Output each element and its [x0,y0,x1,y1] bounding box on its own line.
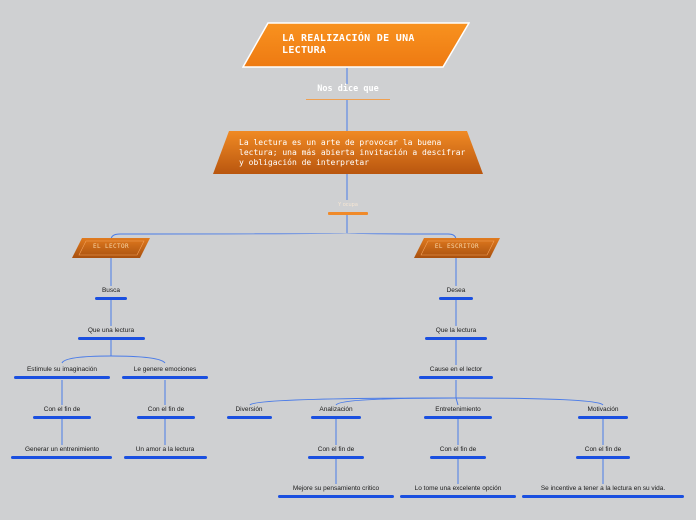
lector-effect-2[interactable]: Le genere emociones [133,366,197,373]
connector-label[interactable]: Y ocupa [338,202,358,208]
lector-result-1[interactable]: Generar un entrenimiento [24,446,100,453]
escritor-object-bar [425,337,487,340]
link-split-lector [110,232,348,241]
escritor-effect-2[interactable]: Analización [319,406,353,413]
escritor-result-4-bar [522,495,684,498]
escritor-object[interactable]: Que la lectura [435,327,477,334]
escritor-purpose-4-bar [576,456,630,459]
lector-result-2-bar [124,456,207,459]
lector-purpose-2[interactable]: Con el fin de [147,406,185,413]
link-split-estimule [61,355,112,364]
escritor-result-3-bar [400,495,516,498]
lector-purpose-2-bar [137,416,195,419]
lector-verb[interactable]: Busca [101,287,121,294]
escritor-shape [414,238,500,258]
lector-effect-1-bar [14,376,110,379]
lector-object[interactable]: Que una lectura [87,327,135,334]
map-title[interactable]: LA REALIZACIÓN DE UNA LECTURA [282,33,415,56]
connector-underline [328,212,368,215]
escritor-effect-1-bar [227,416,272,419]
escritor-verb-bar [439,297,473,300]
lector-label[interactable]: EL LECTOR [92,243,130,250]
link-split-motivacion [455,397,604,406]
subtitle-underline [306,99,390,100]
definition-text[interactable]: La lectura es un arte de provocar la bue… [239,138,466,167]
lector-effect-1[interactable]: Estimule su imaginación [26,366,98,373]
escritor-effect-3-bar [424,416,492,419]
escritor-effect-1[interactable]: Diversión [235,406,263,413]
lector-result-2[interactable]: Un amor a la lectura [135,446,195,453]
escritor-result-4[interactable]: Se incentive a tener a la lectura en su … [540,485,666,492]
link-split-escritor [346,232,457,241]
escritor-verb[interactable]: Desea [446,287,466,294]
escritor-effect-4-bar [578,416,628,419]
escritor-purpose-4[interactable]: Con el fin de [584,446,622,453]
escritor-effect-4[interactable]: Motivación [587,406,619,413]
definition-shape [213,131,483,174]
lector-result-1-bar [11,456,112,459]
link-split-genere [110,355,166,364]
link-split-diversion [249,397,457,406]
link-split-analizacion [335,397,457,406]
lector-verb-bar [95,297,127,300]
lector-purpose-1-bar [33,416,91,419]
escritor-effect-2-bar [311,416,361,419]
escritor-purpose-3-bar [430,456,486,459]
escritor-result-3[interactable]: Lo tome una excelente opción [414,485,502,492]
escritor-result-2-bar [278,495,394,498]
escritor-cause[interactable]: Cause en el lector [429,366,483,373]
escritor-purpose-3[interactable]: Con el fin de [439,446,477,453]
title-shape [242,22,470,68]
escritor-purpose-2-bar [308,456,364,459]
subtitle-text[interactable]: Nos dice que [317,84,379,94]
escritor-purpose-2[interactable]: Con el fin de [317,446,355,453]
escritor-cause-bar [419,376,493,379]
escritor-label[interactable]: EL ESCRITOR [434,243,480,250]
lector-shape [72,238,150,258]
lector-object-bar [78,337,145,340]
escritor-effect-3[interactable]: Entretenimiento [435,406,481,413]
link-split-entretenimiento [455,397,459,406]
lector-effect-2-bar [122,376,208,379]
escritor-result-2[interactable]: Mejore su pensamiento critico [292,485,380,492]
lector-purpose-1[interactable]: Con el fin de [43,406,81,413]
